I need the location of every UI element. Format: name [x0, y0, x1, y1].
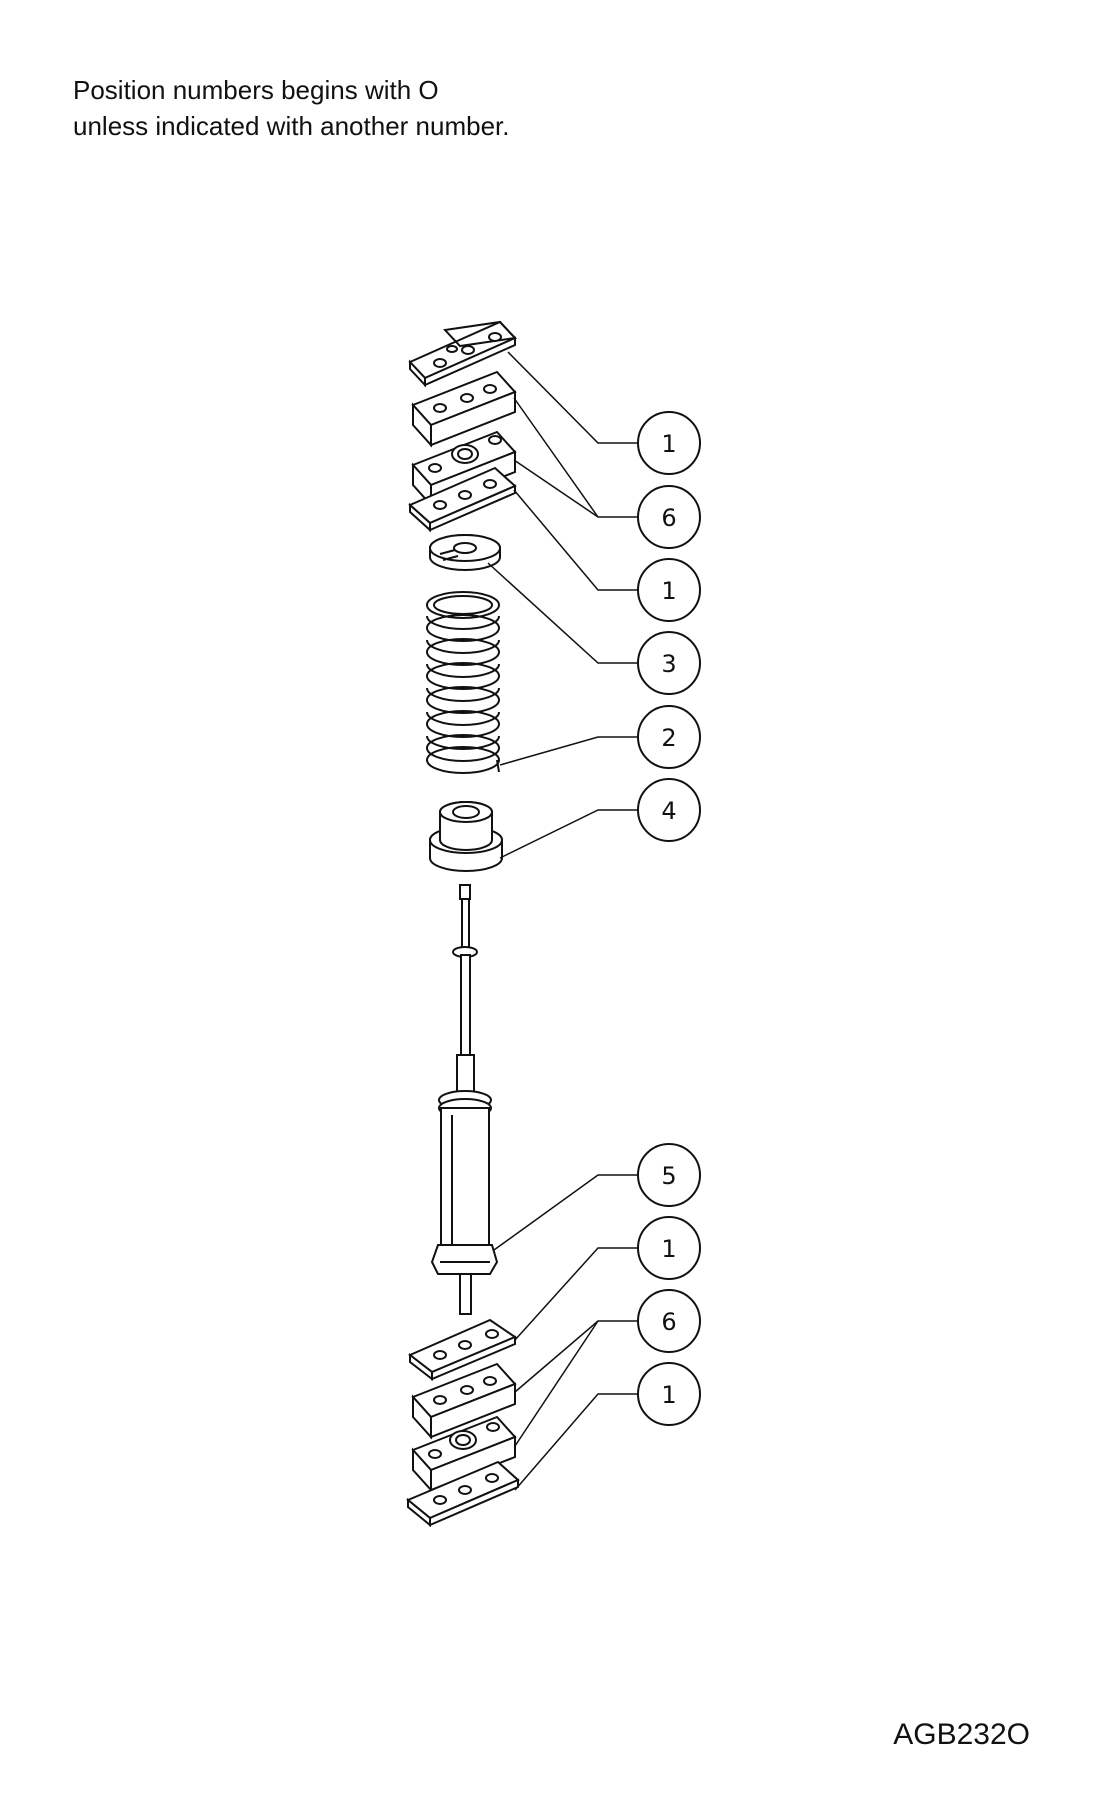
callout-5: 2	[637, 705, 701, 769]
callout-4: 3	[637, 631, 701, 695]
callout-6-label: 4	[661, 797, 676, 825]
callout-9: 6	[637, 1289, 701, 1353]
upper-plate-1	[408, 320, 518, 388]
position-number-note: Position numbers begins with O unless in…	[73, 72, 510, 144]
spring-seat	[429, 801, 503, 872]
lower-plate-stack	[406, 1318, 520, 1528]
callout-5-label: 2	[661, 724, 676, 752]
note-line-2: unless indicated with another number.	[73, 111, 510, 141]
drawing-code: AGB232O	[893, 1718, 1030, 1751]
callout-7: 5	[637, 1143, 701, 1207]
callout-2-label: 6	[661, 504, 676, 532]
lower-plate-2	[406, 1460, 520, 1528]
callout-3: 1	[637, 558, 701, 622]
coil-spring	[426, 591, 500, 774]
callout-10: 1	[637, 1362, 701, 1426]
callout-8-label: 1	[661, 1235, 676, 1263]
callout-1: 1	[637, 411, 701, 475]
lower-block-1	[411, 1362, 517, 1440]
note-line-1: Position numbers begins with O	[73, 75, 439, 105]
callout-10-label: 1	[661, 1381, 676, 1409]
callout-9-label: 6	[661, 1308, 676, 1336]
leader-lines	[487, 351, 638, 1491]
shock-absorber	[430, 884, 499, 1315]
washer	[429, 534, 501, 571]
lower-plate-1	[408, 1318, 518, 1382]
callout-4-label: 3	[661, 650, 676, 678]
upper-plate-2	[408, 466, 517, 533]
upper-plate-stack	[408, 320, 518, 533]
callout-6: 4	[637, 778, 701, 842]
callout-8: 1	[637, 1216, 701, 1280]
callout-1-label: 1	[661, 430, 676, 458]
callout-3-label: 1	[661, 577, 676, 605]
upper-block-1	[411, 370, 517, 448]
callout-2: 6	[637, 485, 701, 549]
lower-block-2	[411, 1415, 517, 1493]
callout-7-label: 5	[661, 1162, 676, 1190]
